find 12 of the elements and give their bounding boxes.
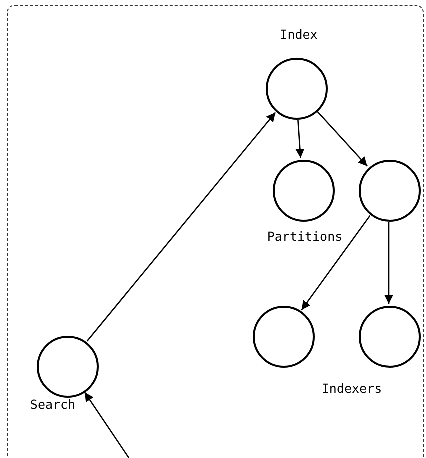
arrow	[317, 111, 368, 167]
group-border	[7, 5, 424, 458]
arrow	[86, 112, 276, 342]
arrow	[296, 120, 305, 158]
node-label: Search	[30, 397, 76, 412]
node-label: Index	[280, 27, 318, 42]
group-label: Partitions	[267, 229, 343, 244]
arrow	[301, 216, 371, 310]
node-circle	[359, 160, 421, 222]
arrow	[384, 222, 394, 304]
group-label: Indexers	[322, 381, 382, 396]
arrow	[84, 392, 130, 458]
